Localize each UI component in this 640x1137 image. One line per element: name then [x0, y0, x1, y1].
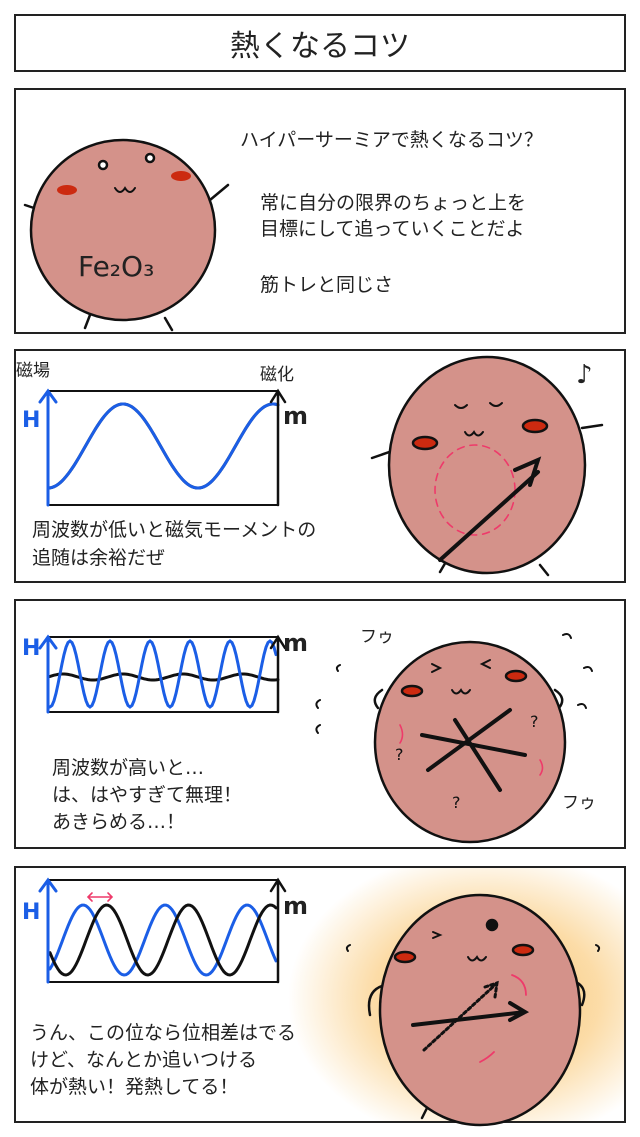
panel1-question: ハイパーサーミアで熱くなるコツ？	[240, 129, 543, 151]
axis-h-label: H	[22, 636, 41, 661]
label-field: 磁場	[16, 361, 50, 381]
axis-h-label: H	[22, 408, 41, 433]
panel4-caption-1: うん、この位なら位相差はでる	[30, 1022, 297, 1044]
axis-m-label: m	[283, 629, 309, 657]
panel4-caption-3: 体が熱い！発熱してる！	[30, 1076, 239, 1098]
axis-h-label: H	[22, 900, 41, 925]
character-panel-3: ? ? ?	[315, 633, 593, 844]
sfx-2: フゥ	[562, 793, 596, 813]
panel2-caption-1: 周波数が低いと磁気モーメントの	[32, 519, 317, 541]
music-note-icon: ♪	[576, 360, 593, 390]
panel2-caption-2: 追随は余裕だぜ	[32, 547, 166, 569]
svg-text:?: ?	[530, 712, 539, 731]
character-panel-4	[345, 893, 601, 1127]
axis-m-label: m	[283, 402, 309, 430]
panel4-caption-2: けど、なんとか追いつける	[30, 1049, 258, 1071]
sfx-1: フゥ	[360, 627, 394, 647]
label-magnetization: 磁化	[260, 365, 294, 385]
panel1-answer-1: 常に自分の限界のちょっと上を	[260, 192, 527, 214]
character-panel-2	[370, 355, 604, 577]
svg-text:?: ?	[395, 745, 404, 764]
page-title: 熱くなるコツ	[230, 29, 410, 64]
axis-m-label: m	[283, 892, 309, 920]
title-box	[14, 14, 626, 72]
panel1-aside: 筋トレと同じさ	[260, 274, 394, 296]
panel1-fe2o3-label: Fe₂O₃	[78, 250, 155, 283]
svg-text:?: ?	[452, 793, 461, 812]
character-panel-1	[23, 138, 230, 332]
panel3-caption-1: 周波数が高いと…	[52, 757, 205, 779]
panel3-caption-2: は、はやすぎて無理！	[52, 784, 243, 806]
panel3-caption-3: あきらめる…！	[52, 811, 186, 833]
panel1-answer-2: 目標にして追っていくことだよ	[260, 218, 525, 240]
